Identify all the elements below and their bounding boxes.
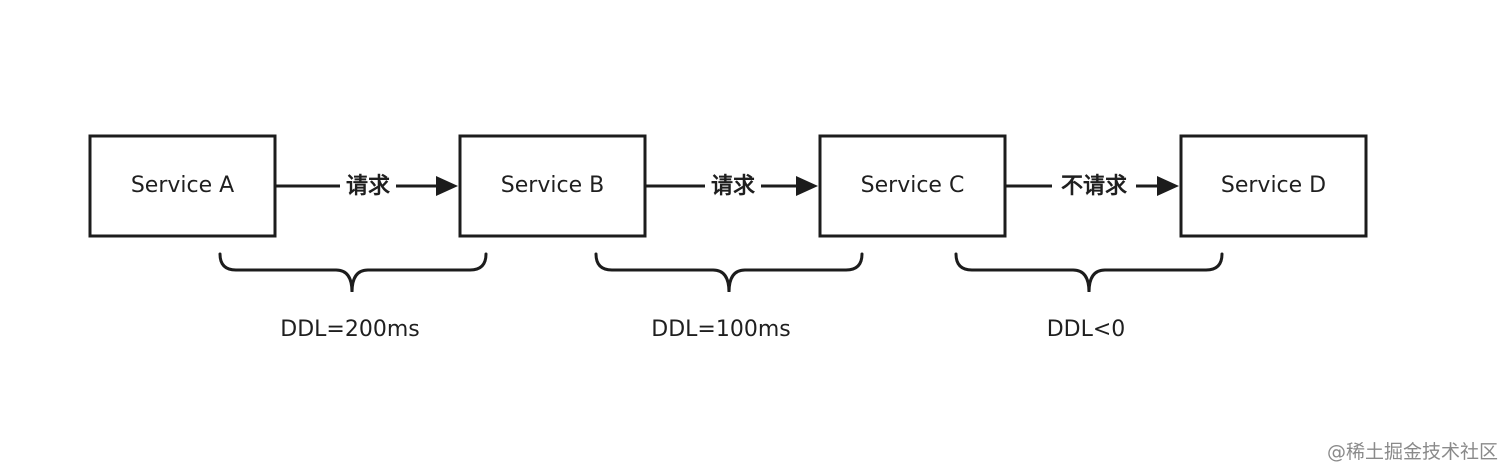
- edge-b-to-c-label: 请求: [711, 173, 755, 199]
- edge-c-to-d-label: 不请求: [1061, 173, 1127, 199]
- service-c-node: Service C: [818, 134, 1007, 238]
- watermark-text: @稀土掘金技术社区: [1326, 441, 1498, 463]
- deadline-brace-2: DDL=100ms: [594, 252, 864, 342]
- service-a-node: Service A: [88, 134, 277, 238]
- deadline-brace-1: DDL=200ms: [218, 252, 488, 342]
- edge-a-to-b: 请求: [275, 172, 458, 200]
- edge-c-to-d: 不请求: [1005, 172, 1179, 200]
- arrow-head-icon: [1157, 176, 1179, 196]
- edge-b-to-c: 请求: [645, 172, 818, 200]
- arrow-head-icon: [796, 176, 818, 196]
- service-d-label: Service D: [1221, 173, 1326, 198]
- edge-a-to-b-label: 请求: [346, 173, 390, 199]
- service-a-label: Service A: [131, 173, 234, 198]
- service-d-node: Service D: [1179, 134, 1368, 238]
- deadline-label-2: DDL=100ms: [651, 317, 790, 342]
- deadline-brace-3: DDL<0: [954, 252, 1224, 342]
- service-b-node: Service B: [458, 134, 647, 238]
- service-c-label: Service C: [861, 173, 965, 198]
- deadline-label-3: DDL<0: [1047, 317, 1126, 342]
- service-b-label: Service B: [501, 173, 604, 198]
- deadline-label-1: DDL=200ms: [280, 317, 419, 342]
- arrow-head-icon: [436, 176, 458, 196]
